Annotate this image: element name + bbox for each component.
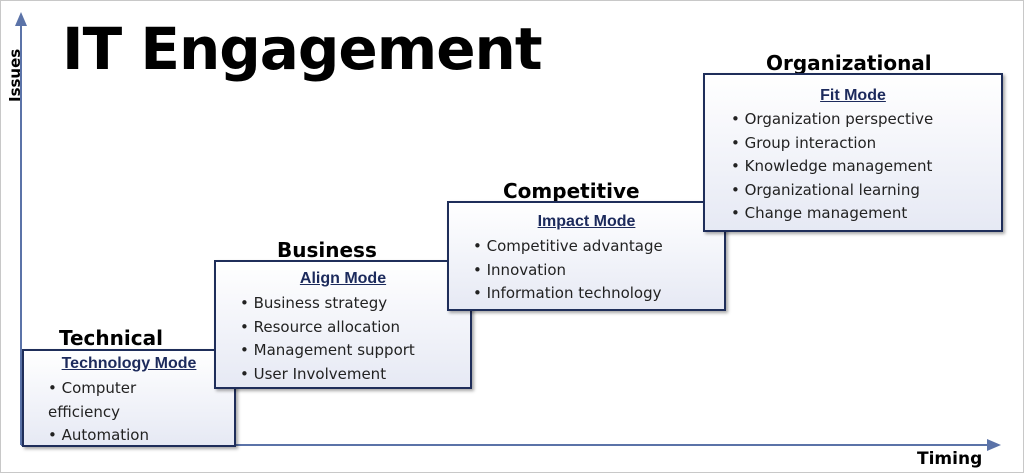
list-item: User Involvement [240, 363, 415, 387]
stage-box-technical: Technology Mode Computer efficiency Auto… [22, 349, 236, 447]
stage-title-business: Business [277, 238, 377, 262]
stage-title-technical: Technical [59, 326, 163, 350]
list-item: Business strategy [240, 292, 415, 316]
list-item: Organization perspective [731, 108, 934, 132]
list-item: Competitive advantage [473, 235, 663, 259]
stage-mode-organizational: Fit Mode [820, 87, 886, 104]
list-item: Computer efficiency [48, 377, 198, 424]
x-axis-label: Timing [917, 449, 983, 469]
stage-box-organizational: Fit Mode Organization perspective Group … [703, 73, 1003, 232]
list-item: Knowledge management [731, 155, 933, 179]
diagram-title: IT Engagement [62, 15, 543, 83]
stage-items-organizational: Organization perspective Group interacti… [731, 108, 934, 226]
list-item: Automation [48, 424, 198, 448]
list-item: Group interaction [731, 132, 933, 156]
stage-mode-business: Align Mode [299, 270, 387, 287]
list-item: Change management [731, 202, 933, 226]
stage-box-competitive: Impact Mode Competitive advantage Innova… [447, 201, 726, 311]
y-axis-label: Issues [6, 48, 24, 102]
stage-mode-technical: Technology Mode [61, 355, 197, 372]
x-axis-arrowhead [987, 439, 1001, 451]
stage-title-organizational: Organizational [766, 51, 932, 75]
list-item: Information technology [473, 282, 663, 306]
list-item: Organizational learning [731, 179, 933, 203]
stage-title-competitive: Competitive [503, 179, 640, 203]
list-item: Management support [240, 339, 415, 363]
stage-items-business: Business strategy Resource allocation Ma… [240, 292, 415, 386]
stage-items-technical: Computer efficiency Automation [48, 377, 198, 448]
stage-items-competitive: Competitive advantage Innovation Informa… [473, 235, 663, 306]
list-item: Resource allocation [240, 316, 415, 340]
y-axis-arrowhead [15, 12, 27, 26]
stage-box-business: Align Mode Business strategy Resource al… [214, 260, 472, 389]
stage-mode-competitive: Impact Mode [537, 213, 636, 230]
list-item: Innovation [473, 259, 663, 283]
